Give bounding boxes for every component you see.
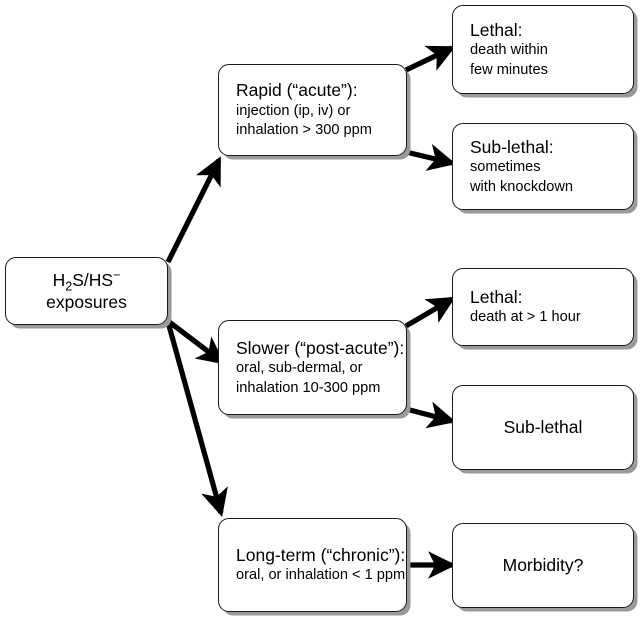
edge-rapid-to-lethal [404,45,456,73]
node-slower-line-1: inhalation 10-300 ppm [236,379,381,396]
node-rapid-sublethal-line-0: sometimes [470,159,541,176]
node-source-line-0: exposures [46,292,127,312]
edge-source-to-slower [166,318,226,365]
node-source-title: H2S/HS− [52,267,121,294]
node-slower-title: Slower (“post-acute”): [236,337,405,358]
node-chronic-outcome[interactable]: Morbidity? [452,523,634,608]
node-chronic[interactable]: Long-term (“chronic”): oral, or inhalati… [218,518,407,612]
node-rapid-lethal[interactable]: Lethal: death within few minutes [452,5,634,94]
edge-slower-to-lethal [404,296,456,329]
edge-rapid-to-sublethal [405,144,457,171]
edge-slower-to-sublethal [405,401,457,429]
node-rapid-sublethal-title: Sub-lethal: [470,136,554,157]
node-chronic-title: Long-term (“chronic”): [236,545,406,566]
node-rapid[interactable]: Rapid (“acute”): injection (ip, iv) or i… [218,64,407,156]
node-source[interactable]: H2S/HS− exposures [5,257,168,325]
edge-source-to-chronic [165,321,228,518]
node-rapid-line-1: inhalation > 300 ppm [236,122,372,139]
node-rapid-line-0: injection (ip, iv) or [236,102,351,119]
node-slower-sublethal[interactable]: Sub-lethal [452,385,634,470]
node-slower-line-0: oral, sub-dermal, or [236,360,363,377]
node-slower-lethal-line-0: death at > 1 hour [470,309,581,326]
node-rapid-sublethal-line-1: with knockdown [470,178,574,195]
node-chronic-line-0: oral, or inhalation < 1 ppm [236,567,406,584]
node-slower-lethal-title: Lethal: [470,287,523,308]
node-rapid-lethal-line-0: death within [470,42,548,59]
node-slower-sublethal-title: Sub-lethal [503,417,583,438]
node-chronic-outcome-title: Morbidity? [502,555,584,576]
node-slower-lethal[interactable]: Lethal: death at > 1 hour [452,268,634,346]
node-rapid-title: Rapid (“acute”): [236,80,358,101]
node-rapid-lethal-title: Lethal: [470,19,523,40]
node-rapid-sublethal[interactable]: Sub-lethal: sometimes with knockdown [452,123,634,210]
node-rapid-lethal-line-1: few minutes [470,61,548,78]
edge-source-to-rapid [165,156,222,264]
node-slower[interactable]: Slower (“post-acute”): oral, sub-dermal,… [218,320,407,415]
